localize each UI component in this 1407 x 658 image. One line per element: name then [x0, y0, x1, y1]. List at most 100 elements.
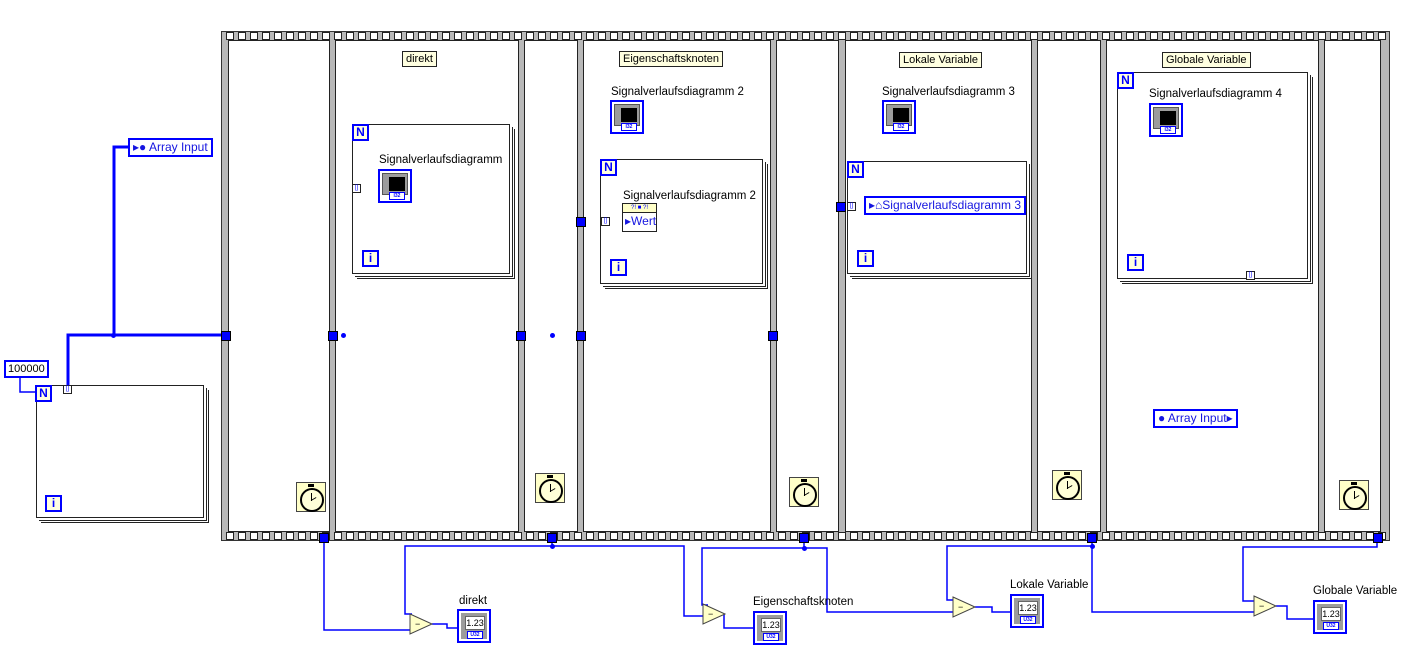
sprocket-hole — [586, 532, 594, 540]
index-tunnel: [] — [847, 202, 856, 211]
sprocket-hole — [1294, 32, 1302, 40]
frame-direkt[interactable] — [335, 40, 519, 532]
property-node[interactable]: ?! ■ ?! ▸Wert — [622, 203, 657, 232]
sprocket-hole — [1378, 32, 1386, 40]
sprocket-hole — [1006, 532, 1014, 540]
waveform-chart-icon[interactable]: I32 — [610, 100, 644, 134]
wire-junction — [550, 333, 555, 338]
for-loop-local[interactable] — [847, 161, 1027, 274]
sprocket-hole — [958, 532, 966, 540]
sprocket-hole — [1174, 32, 1182, 40]
property-node-item[interactable]: ▸Wert — [625, 214, 657, 228]
sprocket-hole — [466, 532, 474, 540]
sprocket-hole — [874, 532, 882, 540]
property-node-caption: Signalverlaufsdiagramm 2 — [623, 190, 756, 202]
sprocket-hole — [670, 32, 678, 40]
for-loop-generate[interactable] — [36, 385, 204, 518]
waveform-chart-icon[interactable]: I32 — [882, 100, 916, 134]
frame-7[interactable] — [1037, 40, 1101, 532]
frame-3[interactable] — [524, 40, 578, 532]
sprocket-hole — [334, 32, 342, 40]
sprocket-hole — [706, 32, 714, 40]
indicator-type-tag: U32 — [467, 631, 483, 639]
waveform-chart-icon[interactable]: I32 — [378, 169, 412, 203]
sprocket-hole — [370, 32, 378, 40]
loop-corner — [193, 507, 203, 517]
sprocket-hole — [874, 32, 882, 40]
sprocket-hole — [418, 32, 426, 40]
chart-type-tag: I32 — [1160, 126, 1176, 134]
loop-count-terminal: N — [35, 385, 52, 402]
sprocket-hole — [706, 532, 714, 540]
sprocket-hole — [1258, 532, 1266, 540]
sprocket-hole — [394, 532, 402, 540]
sequence-tunnel — [319, 533, 329, 543]
sprocket-hole — [1318, 532, 1326, 540]
sprocket-hole — [946, 32, 954, 40]
frame-9[interactable] — [1324, 40, 1381, 532]
sprocket-hole — [1354, 32, 1362, 40]
timer-wire-2b — [552, 545, 703, 617]
sprocket-hole — [682, 32, 690, 40]
sprocket-hole — [766, 532, 774, 540]
tick-count-timer-icon[interactable] — [1339, 480, 1369, 510]
tick-count-timer-icon[interactable] — [535, 473, 565, 503]
count-constant[interactable]: 100000 — [4, 360, 49, 378]
sprocket-hole — [1138, 32, 1146, 40]
sprocket-hole — [850, 32, 858, 40]
sprocket-hole — [502, 32, 510, 40]
sprocket-hole — [718, 32, 726, 40]
tick-count-timer-icon[interactable] — [1052, 470, 1082, 500]
sprocket-hole — [622, 532, 630, 540]
chart-caption-3: Signalverlaufsdiagramm 3 — [882, 86, 1015, 98]
tick-count-timer-icon[interactable] — [789, 477, 819, 507]
loop-count-terminal: N — [1117, 72, 1134, 89]
frame-5[interactable] — [776, 40, 839, 532]
loop-iteration-terminal: i — [1127, 254, 1144, 271]
waveform-chart-icon[interactable]: I32 — [1149, 103, 1183, 137]
global-read-label: Array Input — [1167, 411, 1227, 425]
sprocket-hole — [358, 532, 366, 540]
sprocket-hole — [1054, 32, 1062, 40]
sprocket-hole — [754, 32, 762, 40]
sprocket-hole — [286, 532, 294, 540]
sub-wire-3 — [975, 606, 1010, 613]
sprocket-hole — [1042, 532, 1050, 540]
sprocket-hole — [1114, 532, 1122, 540]
for-loop-global[interactable] — [1117, 72, 1308, 279]
local-variable[interactable]: ▸⌂Signalverlaufsdiagramm 3 — [864, 196, 1027, 215]
sub-wire-1 — [432, 623, 457, 629]
global-variable-write[interactable]: ▸● Array Input — [128, 138, 213, 157]
sprocket-hole — [634, 32, 642, 40]
indicator-label-globale-variable: Globale Variable — [1313, 585, 1398, 597]
sprocket-hole — [238, 532, 246, 540]
sprocket-hole — [1246, 32, 1254, 40]
sprocket-hole — [538, 532, 546, 540]
indicator-value: 1.23 — [761, 618, 781, 632]
sprocket-hole — [622, 32, 630, 40]
sprocket-hole — [1366, 32, 1374, 40]
sprocket-hole — [646, 532, 654, 540]
global-variable-read[interactable]: ● Array Input▸ — [1153, 409, 1238, 428]
chart-type-tag: I32 — [389, 192, 405, 200]
sprocket-hole — [1078, 32, 1086, 40]
sprocket-hole — [382, 32, 390, 40]
sprocket-hole — [454, 532, 462, 540]
frame-lokale-variable[interactable] — [845, 40, 1032, 532]
frame-1[interactable] — [228, 40, 330, 532]
sprocket-hole — [1222, 532, 1230, 540]
sprocket-hole — [262, 532, 270, 540]
sprocket-hole — [430, 32, 438, 40]
sprocket-hole — [598, 532, 606, 540]
sequence-tunnel — [328, 331, 338, 341]
sprocket-hole — [394, 32, 402, 40]
indicator-type-tag: U32 — [1020, 616, 1036, 624]
tick-count-timer-icon[interactable] — [296, 482, 326, 512]
sprocket-hole — [970, 532, 978, 540]
frame-label-lokale-variable: Lokale Variable — [899, 52, 983, 68]
sprocket-hole — [250, 532, 258, 540]
